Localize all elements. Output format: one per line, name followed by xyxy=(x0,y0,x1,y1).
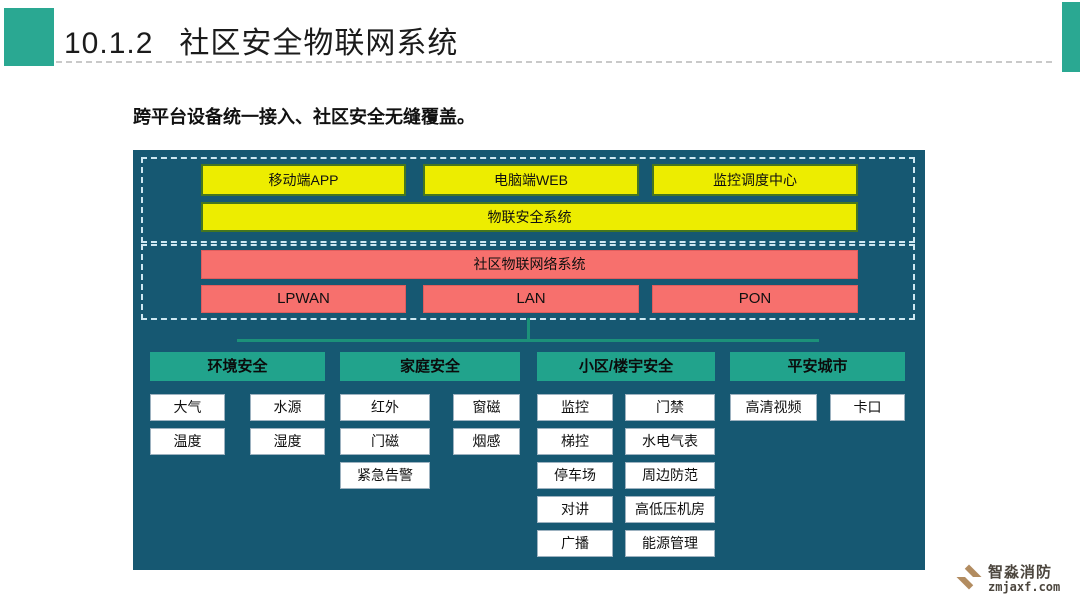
app-box-web: 电脑端WEB xyxy=(423,164,639,196)
device-box: 烟感 xyxy=(453,428,520,455)
section-title: 社区安全物联网系统 xyxy=(179,27,459,60)
device-box: 水源 xyxy=(250,394,325,421)
device-box: 水电气表 xyxy=(625,428,715,455)
device-box: 温度 xyxy=(150,428,225,455)
device-box: 高清视频 xyxy=(730,394,817,421)
logo-site-url: zmjaxf.com xyxy=(988,580,1061,595)
category-header: 家庭安全 xyxy=(340,352,520,381)
category-items: 监控 门禁 梯控 水电气表 停车场 周边防范 对讲 高低压机房 广播 能源管理 xyxy=(537,394,715,557)
iot-security-system-box: 物联安全系统 xyxy=(201,202,858,232)
category-safe-city: 平安城市 高清视频 卡口 xyxy=(730,352,905,421)
header-accent-square xyxy=(4,8,54,66)
device-box: 对讲 xyxy=(537,496,613,523)
network-box-lpwan: LPWAN xyxy=(201,285,406,313)
page-title: 10.1.2 社区安全物联网系统 xyxy=(64,18,458,62)
app-box-mobile: 移动端APP xyxy=(201,164,406,196)
slide-subtitle: 跨平台设备统一接入、社区安全无缝覆盖。 xyxy=(133,107,475,127)
category-header: 环境安全 xyxy=(150,352,325,381)
network-box-pon: PON xyxy=(652,285,858,313)
header-accent-bar xyxy=(1062,2,1080,72)
device-box: 门磁 xyxy=(340,428,430,455)
network-box-lan: LAN xyxy=(423,285,639,313)
device-box: 高低压机房 xyxy=(625,496,715,523)
device-box: 湿度 xyxy=(250,428,325,455)
device-box: 能源管理 xyxy=(625,530,715,557)
category-items: 高清视频 卡口 xyxy=(730,394,905,421)
device-box: 卡口 xyxy=(830,394,905,421)
application-layer-group xyxy=(141,157,915,243)
app-box-dispatch-center: 监控调度中心 xyxy=(652,164,858,196)
device-box: 大气 xyxy=(150,394,225,421)
connector-vertical-line xyxy=(527,318,530,340)
device-box: 广播 xyxy=(537,530,613,557)
connector-horizontal-line xyxy=(237,339,819,342)
device-box: 紧急告警 xyxy=(340,462,430,489)
category-items: 红外 窗磁 门磁 烟感 紧急告警 xyxy=(340,394,520,489)
device-box: 周边防范 xyxy=(625,462,715,489)
device-box: 监控 xyxy=(537,394,613,421)
diagram-panel: 移动端APP 电脑端WEB 监控调度中心 物联安全系统 社区物联网络系统 LPW… xyxy=(133,150,925,570)
header-divider xyxy=(56,61,1052,63)
category-building-safety: 小区/楼宇安全 监控 门禁 梯控 水电气表 停车场 周边防范 对讲 高低压机房 … xyxy=(537,352,715,557)
section-number: 10.1.2 xyxy=(64,27,154,60)
device-box: 梯控 xyxy=(537,428,613,455)
watermark-logo: 智淼消防 zmjaxf.com xyxy=(954,562,1060,597)
zmjaxf-logo-icon xyxy=(954,562,984,597)
community-iot-network-box: 社区物联网络系统 xyxy=(201,250,858,279)
device-box: 窗磁 xyxy=(453,394,520,421)
category-header: 平安城市 xyxy=(730,352,905,381)
device-box: 停车场 xyxy=(537,462,613,489)
device-box: 红外 xyxy=(340,394,430,421)
category-home-safety: 家庭安全 红外 窗磁 门磁 烟感 紧急告警 xyxy=(340,352,520,489)
category-items: 大气 水源 温度 湿度 xyxy=(150,394,325,455)
device-box: 门禁 xyxy=(625,394,715,421)
category-environment-safety: 环境安全 大气 水源 温度 湿度 xyxy=(150,352,325,455)
category-header: 小区/楼宇安全 xyxy=(537,352,715,381)
logo-name: 智淼消防 xyxy=(988,563,1053,581)
